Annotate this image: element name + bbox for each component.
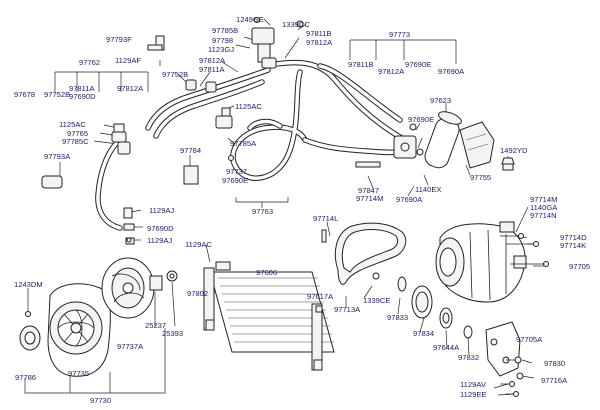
label-1129AJ-b: 1129AJ — [147, 236, 173, 245]
compressor-bracket — [485, 321, 524, 397]
label-97847: 97847 — [358, 186, 380, 195]
label-1129AC: 1129AC — [185, 240, 212, 249]
label-97832: 97832 — [458, 353, 480, 362]
label-97690A-r: 97690A — [438, 67, 465, 76]
label-1125AC-l: 1125AC — [59, 120, 86, 129]
cooling-fan-assembly — [19, 257, 178, 377]
label-1129AF: 1129AF — [115, 56, 142, 65]
label-1492YD: 1492YD — [500, 146, 528, 155]
label-1123GJ: 1123GJ — [208, 45, 235, 54]
label-97623: 97623 — [430, 96, 452, 105]
label-1243DM: 1243DM — [14, 280, 43, 289]
label-97678: 97678 — [14, 90, 36, 99]
label-97716A: 97716A — [541, 376, 568, 385]
drive-belt — [334, 222, 407, 285]
label-97793A: 97793A — [44, 152, 71, 161]
label-97690E-r: 97690E — [405, 60, 432, 69]
label-97714M-b: 97714M — [530, 195, 558, 204]
label-97705A: 97705A — [516, 335, 543, 344]
label-97705: 97705 — [569, 262, 591, 271]
label-97802: 97802 — [187, 289, 209, 298]
label-97714K: 97714K — [560, 241, 587, 250]
label-97690A-low: 97690A — [396, 195, 423, 204]
label-97714D: 97714D — [560, 233, 587, 242]
label-97714N: 97714N — [530, 211, 557, 220]
label-97785B: 97785B — [212, 26, 239, 35]
label-97690D-mid: 97690D — [147, 224, 174, 233]
label-97812A-low: 97812A — [117, 84, 144, 93]
refrigerant-hoses — [95, 59, 415, 231]
label-1140GA: 1140GA — [530, 203, 558, 212]
label-97773: 97773 — [389, 30, 411, 39]
label-97762: 97762 — [79, 58, 101, 67]
label-97830: 97830 — [544, 359, 566, 368]
label-97690D-low: 97690D — [69, 92, 96, 101]
receiver-drier — [424, 111, 515, 171]
label-97755: 97755 — [470, 173, 492, 182]
label-1249GE: 1249GE — [236, 15, 264, 24]
label-97735: 97735 — [68, 369, 90, 378]
label-97763: 97763 — [252, 207, 274, 216]
label-97812A-top: 97812A — [306, 38, 333, 47]
label-97793F: 97793F — [106, 35, 132, 44]
label-97730: 97730 — [90, 396, 112, 405]
label-97765: 97765 — [67, 129, 89, 138]
label-25237: 25237 — [145, 321, 167, 330]
label-97812A-mid: 97812A — [199, 56, 226, 65]
label-97834: 97834 — [413, 329, 435, 338]
clutch-pulley — [397, 276, 473, 339]
label-97690E-low: 97690E — [222, 176, 249, 185]
label-97811B-r: 97811B — [348, 60, 374, 69]
label-97785A: 97785A — [230, 139, 257, 148]
label-1129EE: 1129EE — [460, 390, 487, 399]
label-97690E-mid: 97690E — [408, 115, 435, 124]
label-97606: 97606 — [256, 268, 278, 277]
label-97714L: 97714L — [313, 214, 339, 223]
label-97798: 97798 — [212, 36, 234, 45]
label-97752B-mid: 97752B — [162, 70, 189, 79]
label-1129AV: 1129AV — [460, 380, 486, 389]
label-97833: 97833 — [387, 313, 409, 322]
fittings — [41, 17, 424, 245]
label-97644A: 97644A — [433, 343, 460, 352]
label-97785C: 97785C — [62, 137, 89, 146]
label-1339CC: 1339CC — [282, 20, 310, 29]
label-97784: 97784 — [180, 146, 202, 155]
label-97713A: 97713A — [334, 305, 361, 314]
label-97812A-r: 97812A — [378, 67, 405, 76]
label-1129AJ-a: 1129AJ — [149, 206, 175, 215]
label-97617A: 97617A — [307, 292, 334, 301]
label-1339CE: 1339CE — [363, 296, 391, 305]
label-97737: 97737 — [226, 167, 248, 176]
label-97737A: 97737A — [117, 342, 144, 351]
label-97714M-a: 97714M — [356, 194, 384, 203]
condenser — [203, 261, 335, 371]
label-1140EX: 1140EX — [415, 185, 442, 194]
label-25393: 25393 — [162, 329, 184, 338]
label-97811A-mid: 97811A — [199, 65, 225, 74]
ac-compressor — [435, 221, 549, 303]
label-97786: 97786 — [15, 373, 37, 382]
label-97811A-low: 97811A — [69, 84, 95, 93]
label-97811B-top: 97811B — [306, 29, 332, 38]
label-1125AC-r: 1125AC — [235, 102, 262, 111]
label-97752B-low: 97752B — [44, 90, 71, 99]
